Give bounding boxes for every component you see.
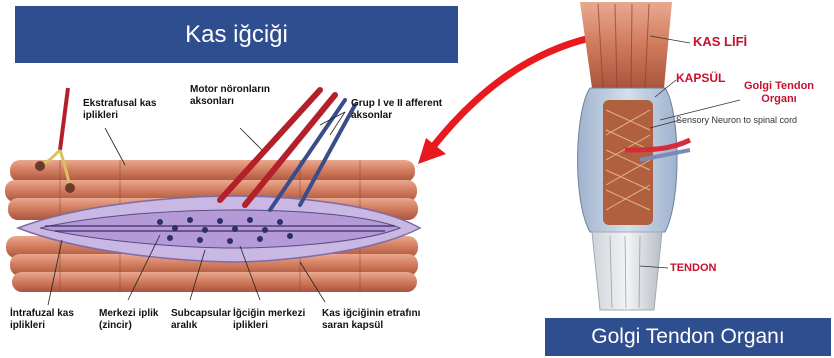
label-kas-lifi: KAS LİFİ (693, 35, 747, 50)
label-sensory: Sensory Neuron to spinal cord (676, 115, 797, 125)
label-extrafusal: Ekstrafusal kas iplikleri (83, 98, 163, 121)
label-kapsul: KAPSÜL (676, 72, 725, 86)
label-intrafusal: İntrafuzal kas iplikleri (10, 308, 90, 331)
label-subcapsular: Subcapsular aralık (171, 308, 236, 331)
label-motor-axons: Motor nöronların aksonları (190, 84, 270, 107)
label-central-chain: Merkezi iplik (zincir) (99, 308, 169, 331)
label-tendon: TENDON (670, 262, 716, 275)
label-afferent-axons: Grup I ve II afferent aksonlar (351, 98, 461, 121)
label-spindle-center: İğciğin merkezi iplikleri (233, 308, 328, 331)
label-golgi: Golgi Tendon Organı (737, 80, 821, 105)
label-capsule: Kas iğciğinin etrafını saran kapsül (322, 308, 432, 331)
